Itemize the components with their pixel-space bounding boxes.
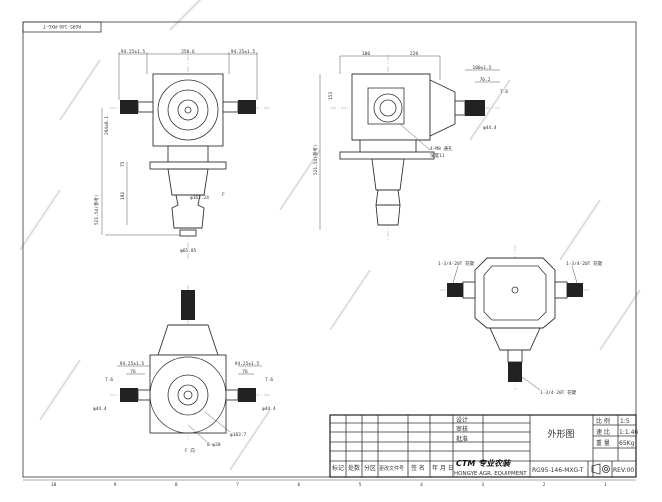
projection-symbol-icon (591, 463, 610, 475)
border-zone-number: 2 (543, 482, 546, 488)
front-view: 94.25±1.5 250.6 94.25±1.5 294±0.1 521.54… (93, 49, 270, 260)
spline-left-label: 1-3/4-20T 花键 (438, 260, 475, 267)
bv-dim-7: φ44.4 (93, 406, 107, 412)
dim-dia-tube: φ162.24 (190, 195, 209, 201)
company-name: HONGYE AGR. EQUIPMENT (454, 471, 527, 477)
border-zone-number: 8 (175, 482, 178, 488)
dim-height: 294±0.1 (104, 116, 110, 135)
company-logo: CTM 专业农装 (456, 459, 512, 468)
drawing-border (22, 21, 637, 478)
rev-header-2: 处数 (348, 464, 360, 472)
rev-header-1: 标记 (332, 464, 344, 472)
rev-header-3: 分区 (364, 464, 376, 472)
ctm-watermark (19, 0, 641, 471)
side-dim-3: 100±1.5 (473, 65, 492, 71)
rev-header-6: 年 月 日 (432, 464, 454, 472)
border-zone-number: 5 (359, 482, 362, 488)
border-zone-number: 3 (481, 482, 484, 488)
label-approve: 批准 (456, 435, 468, 443)
callout-holes: 4-M8 通孔 (430, 145, 453, 152)
dim-flange: 75 (120, 161, 126, 167)
bv-dim-4: 76 (242, 369, 248, 375)
side-dim-1: 100 (362, 51, 370, 57)
bv-dim-1: 94.25±1.5 (120, 361, 145, 367)
side-dim-6: φ44.4 (483, 125, 497, 131)
border-zone-number: 4 (420, 482, 423, 488)
dim-left-shaft: 94.25±1.5 (121, 49, 146, 55)
drawing-number-stamp: RG95-146-MXG-T (43, 23, 81, 29)
title-block: 设计 审核 批准 外形图 比 例 1:5 速 比 1:1.46 重 量 65Kg… (329, 414, 638, 478)
side-dim-4: 76.2 (480, 77, 491, 83)
ratio-value: 1:1.46 (619, 429, 638, 436)
side-dim-5: 7.6 (500, 89, 508, 95)
label-review: 审核 (456, 425, 468, 433)
scale-value: 1:5 (620, 418, 630, 425)
bv-dim-10: 8-φ20 (207, 442, 221, 448)
direction-mark: F (222, 192, 225, 198)
spline-bottom-label: 1-3/4-20T 花键 (540, 389, 577, 396)
bv-dim-8: φ44.4 (262, 406, 276, 412)
side-dim-8: 521.54(参考) (312, 144, 319, 175)
border-zone-number: 7 (236, 482, 239, 488)
bv-dim-2: 94.25±1.5 (235, 361, 260, 367)
bv-view-label: F 向 (185, 447, 195, 454)
drawing-number: RG95-146-MXG-T (532, 467, 584, 474)
drawing-number-stamp-box (22, 21, 102, 33)
side-view: 100 228 100±1.5 76.2 7.6 φ44.4 153 521.5… (312, 51, 508, 240)
dim-lower: 192 (120, 192, 126, 200)
top-view: 1-3/4-20T 花键 1-3/4-20T 花键 1-3/4-20T 花键 (438, 245, 603, 396)
border-zone-number: 9 (114, 482, 117, 488)
dim-dia-output: φ65.85 (180, 248, 197, 254)
weight-label: 重 量 (596, 439, 610, 447)
border-zone-number: 6 (297, 482, 300, 488)
bv-dim-9: φ183.7 (230, 432, 247, 438)
callout-depth: 深度11 (430, 152, 445, 159)
side-dim-7: 153 (328, 92, 334, 100)
scale-label: 比 例 (596, 417, 610, 425)
bottom-view-f: 94.25±1.5 94.25±1.5 76 76 7.6 7.6 φ44.4 … (93, 285, 276, 454)
dim-right-shaft: 94.25±1.5 (231, 49, 256, 55)
bv-dim-3: 76 (130, 369, 136, 375)
rev-header-5: 签 名 (411, 464, 425, 472)
border-zone-number: 10 (51, 482, 57, 488)
revision: REV:00 (613, 467, 634, 474)
rev-header-4: 更改文件号 (379, 465, 404, 472)
spline-right-label: 1-3/4-20T 花键 (566, 260, 603, 267)
bv-dim-6: 7.6 (265, 377, 273, 383)
drawing-title: 外形图 (547, 428, 574, 440)
dim-overall: 521.54(参考) (93, 194, 100, 225)
label-design: 设计 (456, 416, 468, 424)
weight-value: 65Kg (619, 440, 635, 447)
border-zone-number: 1 (604, 482, 607, 488)
bv-dim-5: 7.6 (105, 377, 113, 383)
ratio-label: 速 比 (596, 428, 610, 436)
side-dim-2: 228 (410, 51, 418, 57)
dim-width: 250.6 (181, 49, 195, 55)
